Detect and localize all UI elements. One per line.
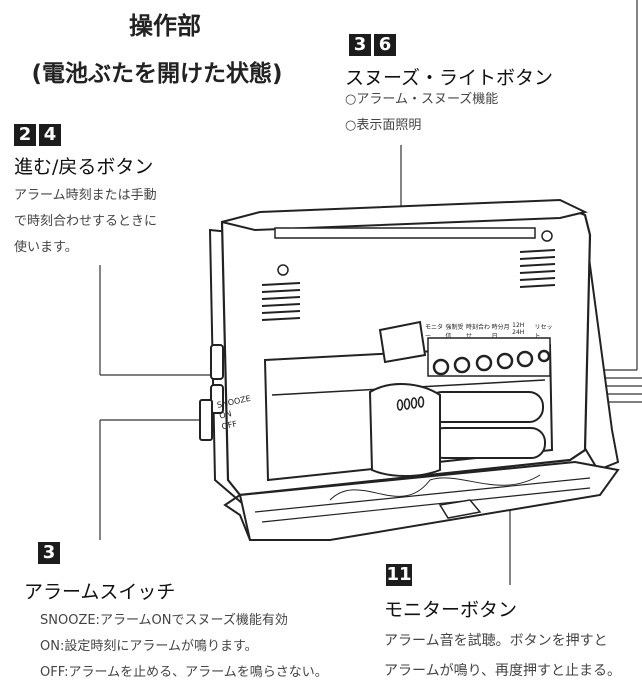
monitor-desc: アラーム音を試聴。ボタンを押すと アラームが鳴り、再度押すと止まる。 <box>384 626 621 686</box>
alarm-switch-line: OFF:アラームを止める、アラームを鳴らさない。 <box>40 665 328 680</box>
monitor-button <box>432 358 450 376</box>
speaker-grille-right <box>519 249 556 288</box>
forward-back-line: アラーム時刻または手動 <box>14 188 157 203</box>
alarm-switch-desc: SNOOZE:アラームONでスヌーズ機能有効 ON:設定時刻にアラームが鳴ります… <box>40 608 328 686</box>
time-set-button <box>475 354 493 372</box>
switch-labels: SNOOZE ON OFF <box>216 393 256 432</box>
badge-2: 2 <box>14 124 36 146</box>
monitor-badges: 11 <box>386 564 412 586</box>
monitor-heading: モニターボタン <box>384 599 518 621</box>
12h-24h-button <box>516 350 534 368</box>
panel-label: 時刻合わせ <box>466 324 491 340</box>
speaker-grille-left <box>261 282 301 321</box>
snooze-light-desc: ○アラーム・スヌーズ機能 ○表示面照明 <box>345 87 498 139</box>
snooze-light-line: ○表示面照明 <box>345 118 422 133</box>
panel-label: 12H 24H <box>512 322 525 336</box>
panel-label: リセット <box>534 324 553 340</box>
monitor-line: アラームが鳴り、再度押すと止まる。 <box>384 663 622 679</box>
snooze-light-line: ○アラーム・スヌーズ機能 <box>345 92 499 107</box>
hm-md-button <box>496 352 514 370</box>
badge-4: 4 <box>39 124 61 146</box>
panel-buttons <box>432 349 551 376</box>
monitor-line: アラーム音を試聴。ボタンを押すと <box>384 633 608 649</box>
title-line2: (電池ぶたを開けた状態) <box>31 61 283 87</box>
alarm-switch-line: ON:設定時刻にアラームが鳴ります。 <box>40 639 258 654</box>
badge-6: 6 <box>374 34 396 56</box>
forced-receive-button <box>453 356 471 374</box>
forward-back-line: 使います。 <box>14 240 78 255</box>
snooze-light-badges: 3 6 <box>349 34 396 56</box>
snooze-light-heading: スヌーズ・ライトボタン <box>345 67 554 89</box>
title-line1: 操作部 <box>129 12 201 40</box>
badge-11: 11 <box>386 564 412 586</box>
forward-back-heading: 進む/戻るボタン <box>14 156 154 178</box>
panel-labels: モニター 強制受信 時刻合わせ 時分月日 12H 24H リセット <box>425 322 555 340</box>
reset-button <box>537 349 551 363</box>
panel-label: モニター <box>425 324 444 340</box>
snooze-light-button <box>274 227 536 239</box>
forward-back-desc: アラーム時刻または手動 で時刻合わせするときに 使います。 <box>14 183 157 261</box>
badge-3: 3 <box>349 34 371 56</box>
alarm-switch-badges: 3 <box>38 542 60 564</box>
alarm-switch-line: SNOOZE:アラームONでスヌーズ機能有効 <box>40 613 288 628</box>
panel-label: 強制受信 <box>445 324 464 340</box>
alarm-switch-heading: アラームスイッチ <box>24 581 176 603</box>
panel-label: 時分月日 <box>491 324 510 340</box>
badge-3: 3 <box>38 542 60 564</box>
forward-back-line: で時刻合わせするときに <box>14 214 158 229</box>
forward-back-badges: 2 4 <box>14 124 61 146</box>
